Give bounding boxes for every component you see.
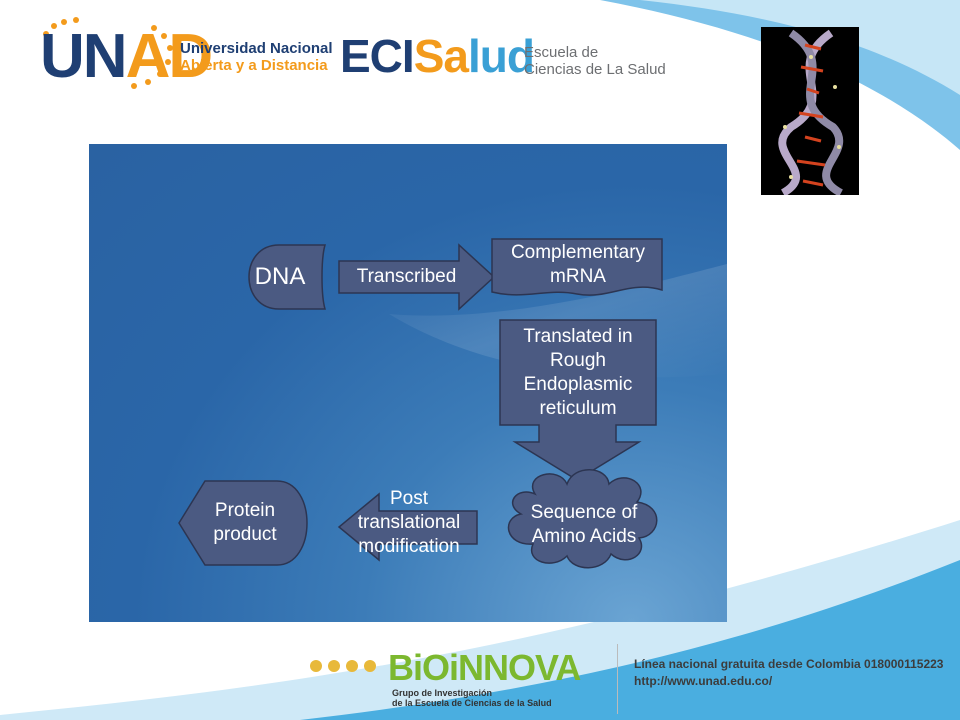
footer-dots-icon (310, 660, 376, 672)
dna-node-label: DNA (254, 263, 306, 290)
transcribed-label: Transcribed (356, 266, 457, 287)
footer-website-link[interactable]: http://www.unad.edu.co/ (634, 674, 773, 688)
bioinnova-logo-word: BiOiNNOVA (388, 647, 581, 688)
dna-helix-image (761, 27, 859, 195)
footer-contact: Línea nacional gratuita desde Colombia 0… (634, 656, 943, 690)
transcribed-arrow (338, 243, 496, 311)
mrna-node-label: Complementary mRNA (510, 242, 646, 287)
protein-node-shape (178, 480, 308, 566)
translated-node-label: Translated in Rough Endoplasmic reticulu… (523, 325, 633, 419)
mrna-node-shape (491, 238, 663, 296)
ecisalud-logo-word: ECISalud (340, 30, 535, 82)
unad-logo-word: UNAD (40, 22, 213, 91)
protein-node-label: Protein product (213, 500, 277, 545)
dna-node-shape (248, 244, 326, 310)
unad-dots-icon (43, 17, 173, 89)
bioinnova-logo-subtitle: Grupo de Investigación de la Escuela de … (392, 688, 552, 708)
post-arrow (337, 492, 478, 562)
translated-arrow (499, 319, 657, 481)
ecisalud-logo-subtitle: Escuela de Ciencias de La Salud (524, 44, 666, 78)
unad-logo-subtitle: Universidad Nacional Abierta y a Distanc… (180, 40, 333, 74)
diagram-shapes (178, 238, 727, 569)
footer-separator (617, 644, 618, 714)
amino-node-label: Sequence of Amino Acids (530, 502, 638, 547)
diagram-panel: DNA Transcribed Complementary mRNA Trans… (89, 144, 727, 622)
post-arrow-label: Post translational modification (357, 488, 461, 557)
amino-node-shape (507, 469, 658, 569)
footer-phone-line: Línea nacional gratuita desde Colombia 0… (634, 657, 944, 671)
